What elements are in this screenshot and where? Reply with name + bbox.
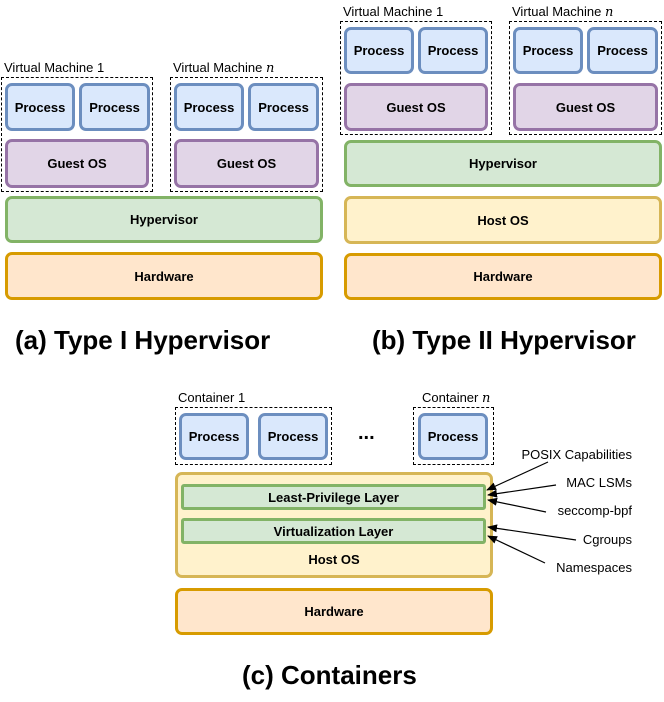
type2-vmn-container — [509, 21, 662, 135]
mechanism-seccomp-bpf: seccomp-bpf — [557, 503, 632, 518]
mechanism-mac-lsms: MAC LSMs — [566, 475, 632, 490]
type2-hypervisor: Hypervisor — [344, 140, 662, 187]
type2-vm1-process-1: Process — [344, 27, 414, 74]
type2-vm1-guest-os: Guest OS — [344, 83, 488, 131]
type2-host-os: Host OS — [344, 196, 662, 244]
type1-vm1-process-1: Process — [5, 83, 75, 131]
type2-vmn-process-2: Process — [587, 27, 658, 74]
type2-vmn-label: Virtual Machine n — [512, 4, 614, 20]
arrow-posix-capabilities — [486, 461, 549, 491]
mechanism-posix-capabilities: POSIX Capabilities — [521, 447, 632, 462]
virtualization-layer: Virtualization Layer — [181, 518, 486, 544]
type2-vmn-process-1: Process — [513, 27, 583, 74]
type1-vm1-label: Virtual Machine 1 — [4, 60, 105, 75]
container-n-box — [413, 407, 494, 465]
type1-hardware: Hardware — [5, 252, 323, 300]
type1-vm1-process-2: Process — [79, 83, 150, 131]
containers-hardware: Hardware — [175, 588, 493, 635]
container-1-label: Container 1 — [178, 390, 246, 405]
container-1-box — [175, 407, 332, 465]
type2-vmn-guest-os: Guest OS — [513, 83, 658, 131]
containers-caption: (c) Containers — [242, 660, 417, 690]
type1-vm1-container — [1, 77, 153, 192]
arrow-cgroups — [487, 524, 577, 541]
container-1-process-2: Process — [258, 413, 328, 460]
type1-vmn-guest-os: Guest OS — [174, 139, 319, 188]
mechanism-namespaces: Namespaces — [556, 560, 632, 575]
container-1-process-1: Process — [179, 413, 249, 460]
type1-hypervisor: Hypervisor — [5, 196, 323, 243]
container-n-label: Container n — [422, 390, 491, 406]
type1-vm1-guest-os: Guest OS — [5, 139, 149, 188]
type2-vm1-container — [340, 21, 492, 135]
least-privilege-layer: Least-Privilege Layer — [181, 484, 486, 510]
type1-caption: (a) Type I Hypervisor — [15, 325, 271, 355]
type1-vmn-container — [170, 77, 323, 192]
arrow-mac-lsms — [487, 484, 557, 498]
type2-vm1-label: Virtual Machine 1 — [343, 4, 444, 19]
mechanism-cgroups: Cgroups — [582, 532, 632, 547]
type2-caption: (b) Type II Hypervisor — [372, 325, 636, 355]
arrow-namespaces — [487, 535, 546, 564]
type2-vm1-process-2: Process — [418, 27, 488, 74]
type1-vmn-process-2: Process — [248, 83, 319, 131]
type1-vmn-label: Virtual Machine n — [173, 60, 275, 76]
type2-hardware: Hardware — [344, 253, 662, 300]
container-n-process: Process — [418, 413, 488, 460]
type1-vmn-process-1: Process — [174, 83, 244, 131]
arrow-seccomp-bpf — [487, 497, 547, 513]
containers-ellipsis: ... — [358, 422, 375, 444]
